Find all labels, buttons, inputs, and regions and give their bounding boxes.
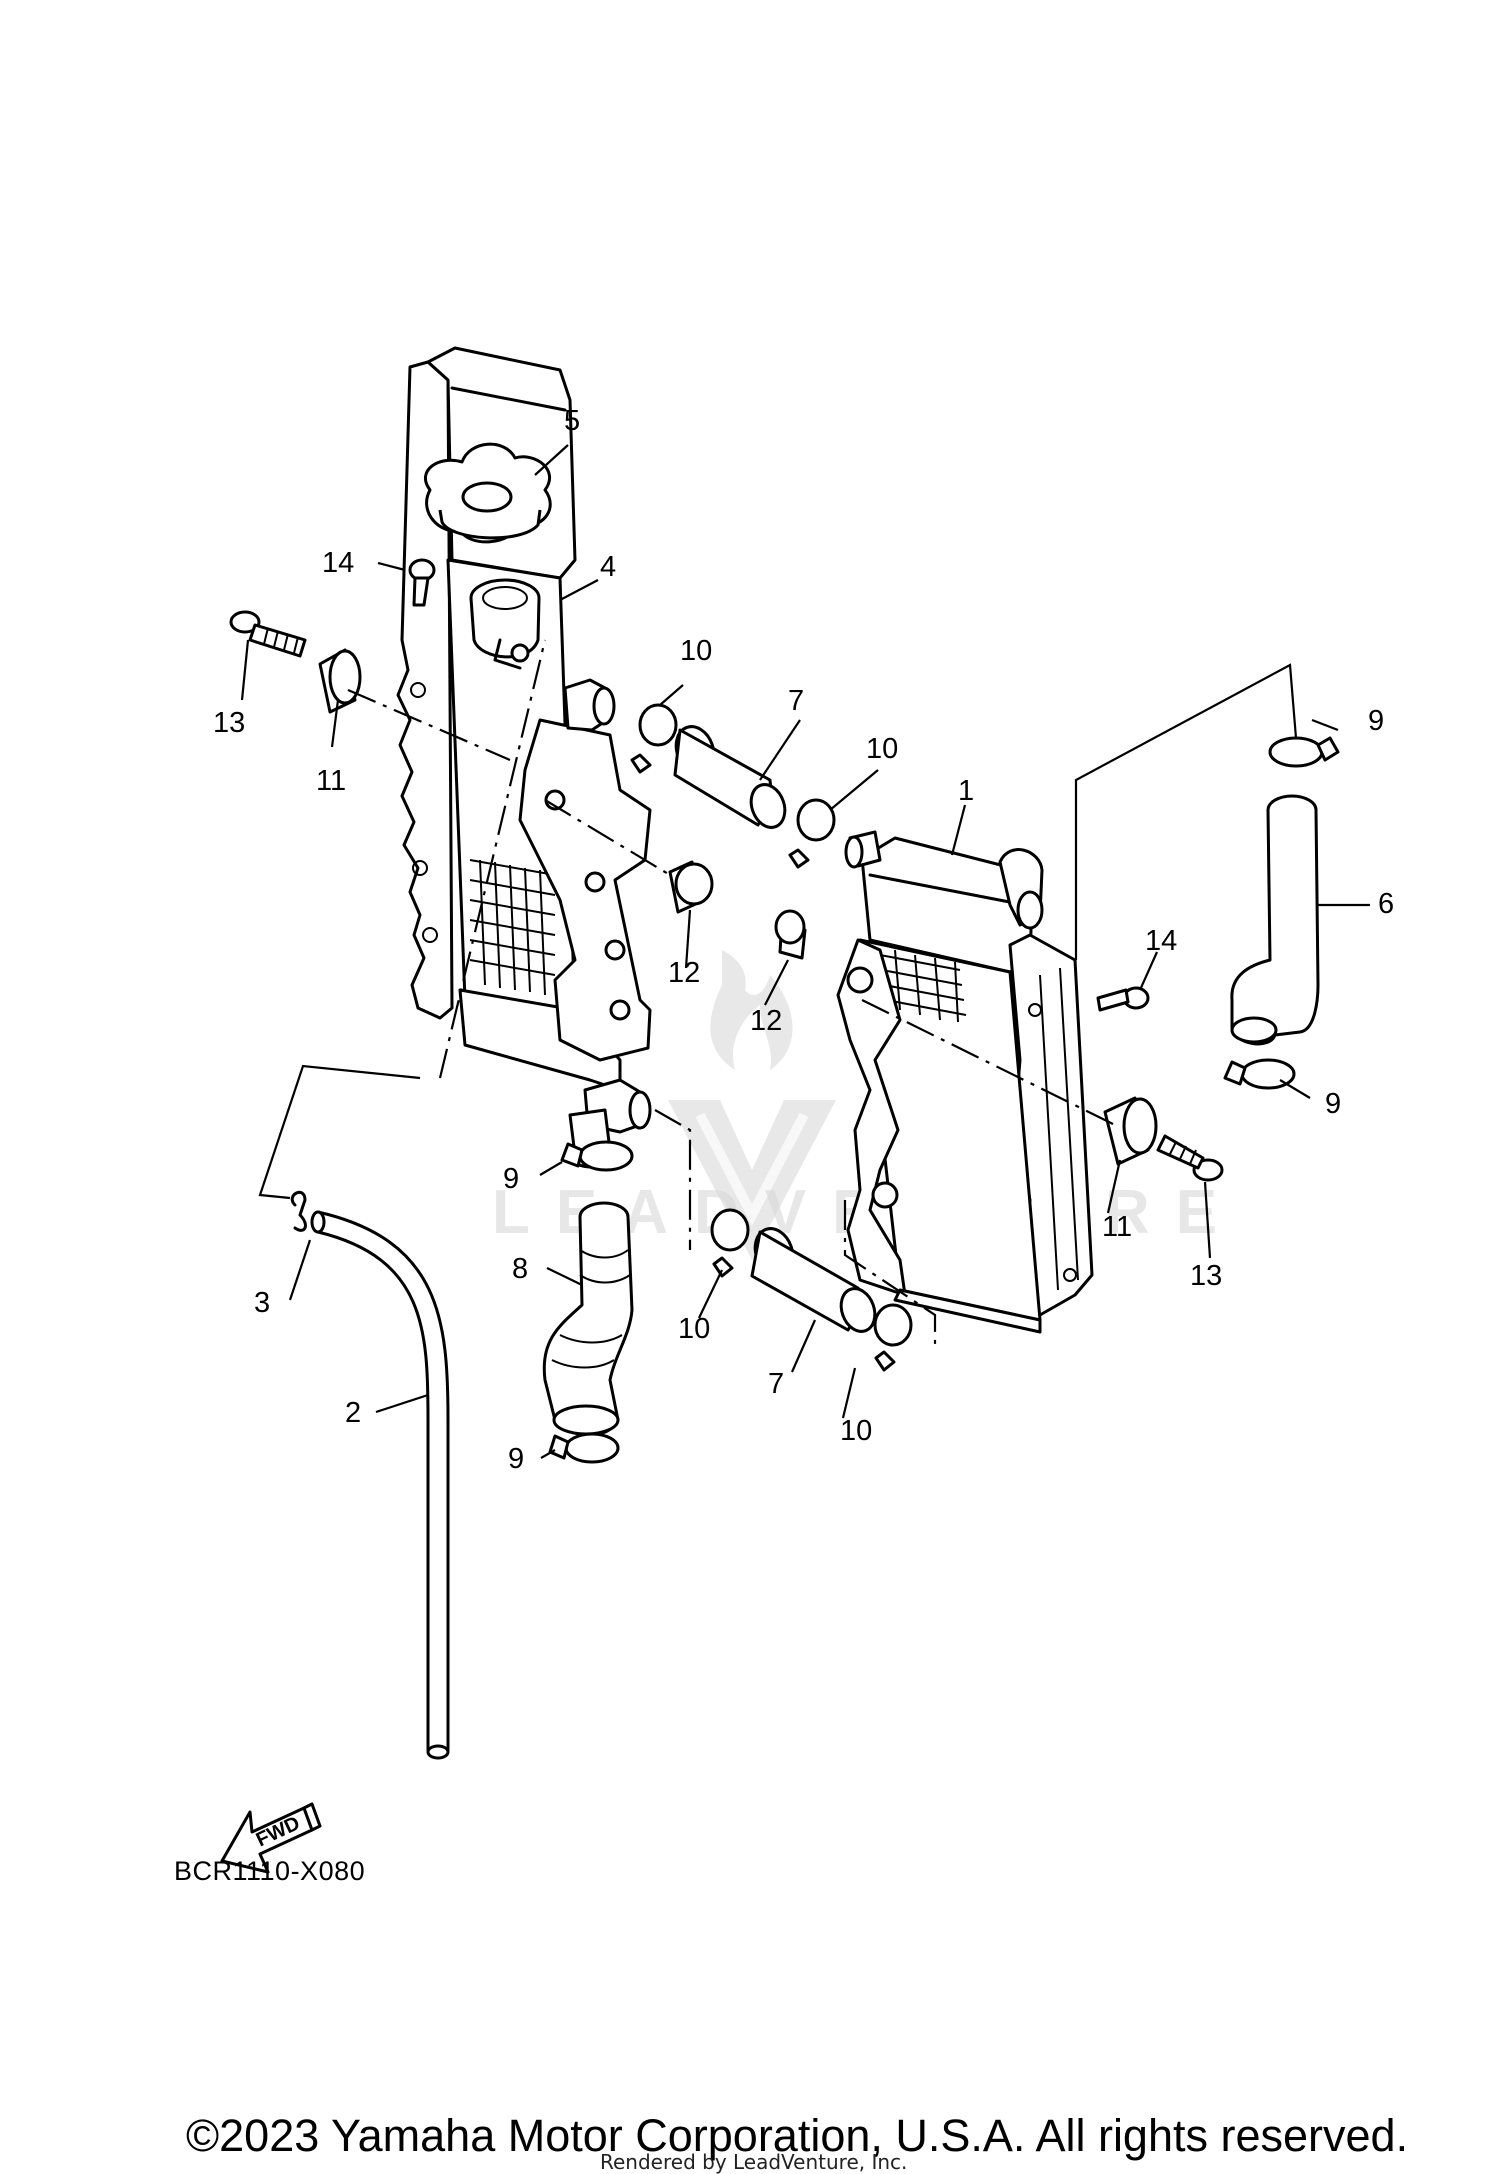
callout-label: 10 (678, 1313, 710, 1345)
diagram-code: BCR1110-X080 (174, 1856, 366, 1886)
radiator-hose-7-lower (750, 1227, 877, 1333)
hose-clamp (1223, 1058, 1296, 1090)
callout-label: 10 (680, 635, 712, 667)
bolt (1096, 986, 1150, 1012)
callout-label: 9 (1368, 705, 1384, 737)
callout-label: 9 (1325, 1088, 1341, 1120)
callout-label: 5 (564, 405, 580, 437)
left-radiator-core-grid (469, 859, 556, 996)
callout-label: 14 (322, 547, 354, 579)
callout-label: 7 (768, 1368, 784, 1400)
right-radiator-core-grid (879, 949, 967, 1023)
callout-label: 13 (213, 707, 245, 739)
damper (1103, 1096, 1158, 1166)
callout-label: 1 (958, 775, 974, 807)
radiator-hose-8 (542, 1201, 634, 1437)
callout-label: 9 (503, 1163, 519, 1195)
callout-label: 14 (1145, 925, 1177, 957)
hose-clamp (873, 1303, 913, 1372)
copyright-notice: ©2023 Yamaha Motor Corporation, U.S.A. A… (186, 2110, 1409, 2161)
hose-clip (290, 1190, 307, 1232)
callout-label: 3 (254, 1287, 270, 1319)
hose-clamp (548, 1432, 620, 1464)
hose-clamp (710, 1208, 750, 1278)
hose-clamp (788, 798, 836, 869)
callout-label: 7 (788, 685, 804, 717)
callout-label: 8 (512, 1253, 528, 1285)
watermark-logo (668, 950, 836, 1260)
hose-clamp (560, 1140, 634, 1172)
callout-label: 9 (508, 1443, 524, 1475)
radiator-hose-6 (1230, 794, 1320, 1046)
bolt (408, 558, 436, 607)
radiator-cap (423, 442, 552, 544)
bolt (1156, 1134, 1224, 1182)
callout-label: 12 (750, 1005, 782, 1037)
collar (774, 909, 807, 960)
callout-label: 13 (1190, 1260, 1222, 1292)
assembly-reference-lines (258, 639, 1298, 1350)
damper (318, 648, 362, 714)
callout-label: 11 (1102, 1211, 1132, 1243)
callout-leaders (240, 444, 1370, 1459)
hose-clamp (1268, 736, 1340, 768)
collar (668, 860, 714, 914)
overflow-hose (310, 1210, 450, 1760)
radiator-hose-7-upper (673, 725, 787, 829)
callout-label: 10 (840, 1415, 872, 1447)
callout-label: 4 (600, 551, 616, 583)
callout-label: 6 (1378, 888, 1394, 920)
rendered-by-notice: Rendered by LeadVenture, Inc. (600, 2150, 908, 2174)
callout-label: 10 (866, 733, 898, 765)
hose-clamp (630, 703, 678, 774)
bolt (229, 610, 307, 658)
callout-label: 2 (345, 1397, 361, 1429)
right-radiator (836, 830, 1094, 1334)
callout-label: 11 (316, 765, 346, 797)
callout-label: 12 (668, 957, 700, 989)
callout-labels: 1 2 3 4 5 6 7 7 8 9 9 9 9 10 10 10 10 11… (213, 405, 1394, 1475)
